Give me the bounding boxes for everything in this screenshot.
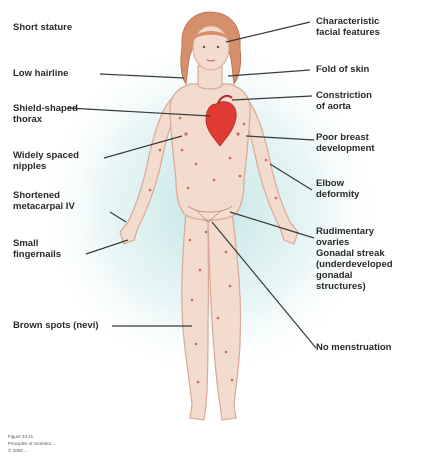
label-small-fingernails: Small fingernails bbox=[13, 238, 61, 260]
label-no-menstruation: No menstruation bbox=[316, 342, 391, 353]
label-low-hairline: Low hairline bbox=[13, 68, 68, 79]
figure-caption-line-3: © 2009 ... bbox=[8, 448, 28, 454]
eye-right bbox=[217, 46, 219, 48]
eye-left bbox=[203, 46, 205, 48]
label-constriction-aorta: Constriction of aorta bbox=[316, 90, 372, 112]
nipple-left bbox=[184, 132, 187, 135]
figure-caption-line-2: Principles of Genetics ... bbox=[8, 441, 57, 447]
label-fold-of-skin: Fold of skin bbox=[316, 64, 369, 75]
figure-caption-line-1: Figure 24-11 bbox=[8, 434, 33, 440]
label-widely-spaced-nipples: Widely spaced nipples bbox=[13, 150, 79, 172]
torso bbox=[170, 84, 250, 220]
label-poor-breast: Poor breast development bbox=[316, 132, 375, 154]
label-brown-spots: Brown spots (nevi) bbox=[13, 320, 99, 331]
nipple-right bbox=[236, 132, 239, 135]
label-rudimentary-ovaries: Rudimentary ovaries Gonadal streak (unde… bbox=[316, 226, 393, 292]
label-shield-thorax: Shield-shaped thorax bbox=[13, 103, 78, 125]
label-shortened-metacarpal: Shortened metacarpal IV bbox=[13, 190, 75, 212]
label-facial-features: Characteristic facial features bbox=[316, 16, 380, 38]
label-elbow-deformity: Elbow deformity bbox=[316, 178, 359, 200]
label-short-stature: Short stature bbox=[13, 22, 72, 33]
